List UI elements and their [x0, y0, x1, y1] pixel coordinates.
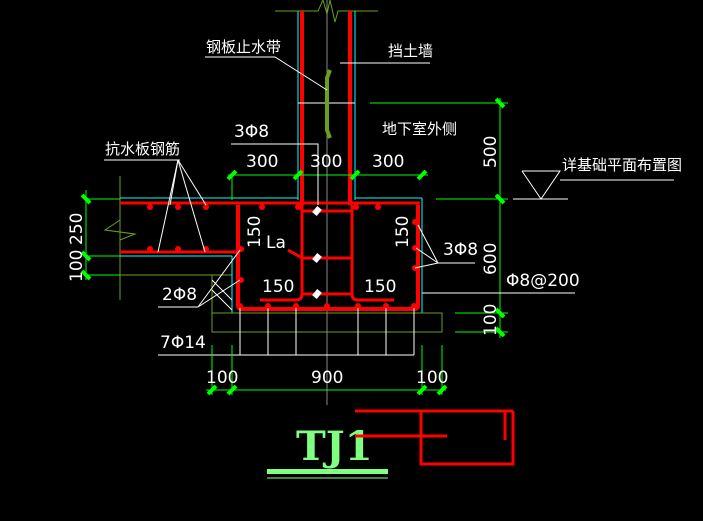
label-top-rebar: 3Φ8 — [234, 122, 269, 142]
cushion-layer — [211, 312, 443, 333]
dim-left-1: 250 — [67, 213, 87, 245]
dim-left-2: 100 — [67, 250, 87, 282]
label-inner-150-left: 150 — [262, 277, 294, 297]
dim-bottom-1: 100 — [206, 368, 238, 388]
footing-rebar-cage — [147, 204, 420, 311]
label-anchor-150: 150 — [245, 216, 265, 248]
elevation-symbol — [513, 170, 674, 200]
label-water-stop: 钢板止水带 — [206, 38, 281, 56]
label-slab-rebar: 抗水板钢筋 — [105, 140, 180, 158]
water-stop-plate — [325, 69, 332, 139]
dim-top-2: 300 — [310, 152, 342, 172]
label-side-rebar: 3Φ8 — [443, 240, 478, 260]
label-retaining-wall: 挡土墙 — [388, 42, 433, 60]
dim-top-1: 300 — [246, 152, 278, 172]
label-stirrup: Φ8@200 — [506, 271, 580, 291]
label-anchor-length: La — [266, 233, 286, 253]
dim-right-2: 600 — [481, 243, 501, 275]
dimension-lines — [80, 97, 508, 396]
title-underline-thick — [267, 469, 388, 474]
dim-right-3: 100 — [481, 304, 501, 336]
dim-right-1: 500 — [481, 136, 501, 168]
section-marker — [355, 409, 515, 466]
label-see-foundation-plan: 详基础平面布置图 — [562, 156, 682, 174]
dim-top-3: 300 — [372, 152, 404, 172]
dim-bottom-2: 900 — [311, 368, 343, 388]
label-bottom-rebar: 7Φ14 — [160, 333, 206, 353]
label-corner-rebar: 2Φ8 — [162, 285, 197, 305]
label-side-150: 150 — [393, 216, 413, 248]
bottom-rebar-leaders — [158, 308, 415, 356]
drawing-title: TJ1 — [296, 423, 373, 470]
label-inner-150-right: 150 — [364, 277, 396, 297]
label-basement-outside: 地下室外侧 — [382, 120, 457, 138]
dim-bottom-3: 100 — [416, 368, 448, 388]
